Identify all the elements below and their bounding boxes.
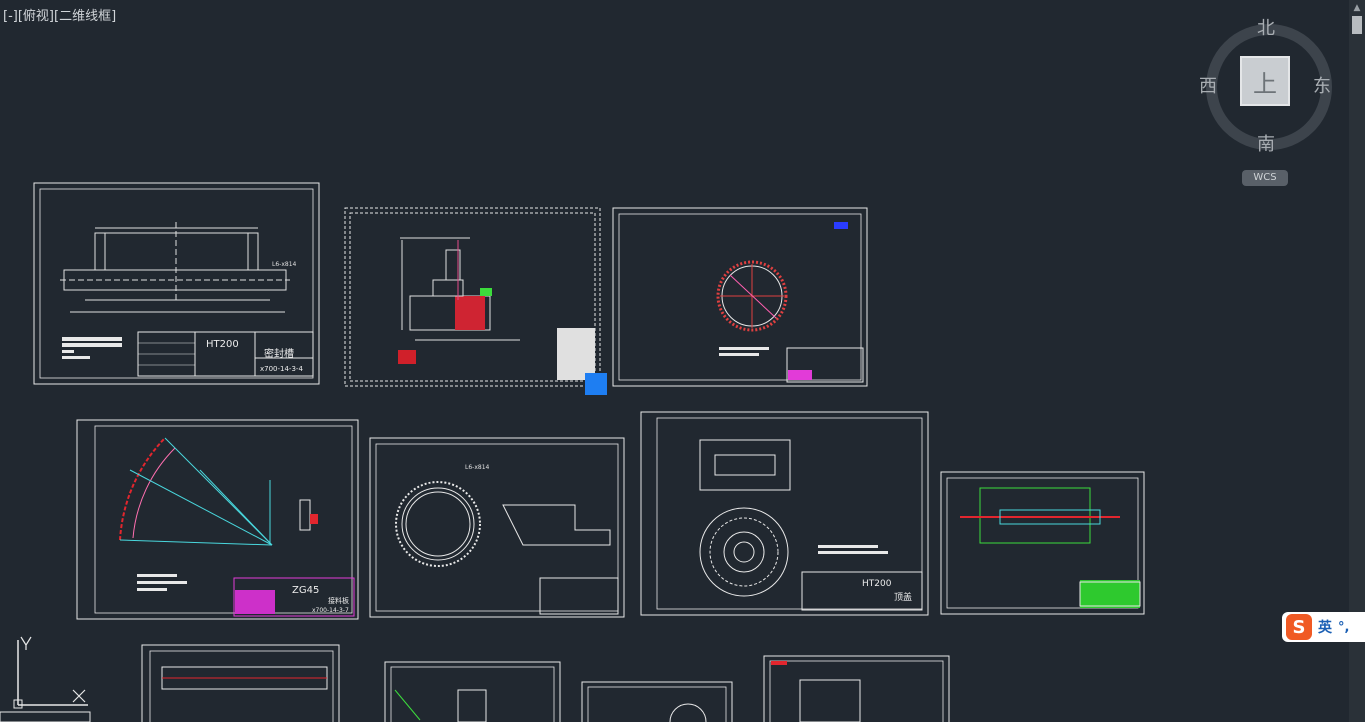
scroll-up-arrow-icon[interactable]: ▲ xyxy=(1353,3,1361,13)
view-menu[interactable]: [俯视] xyxy=(17,9,54,24)
sheet5-dim-label: L6-x814 xyxy=(465,464,490,471)
sogou-logo-icon[interactable]: S xyxy=(1286,614,1312,640)
grip-handle[interactable] xyxy=(585,373,607,395)
sheet4-part-name: 接料板 xyxy=(328,596,349,605)
sheet6-part-name: 顶盖 xyxy=(894,591,912,603)
ime-language-toggle[interactable]: 英 xyxy=(1318,620,1332,636)
ucs-icon xyxy=(0,636,91,722)
drawing-sheet-1[interactable]: L6-x814 HT200 密封槽 x700-14-3-4 xyxy=(33,182,320,385)
drawing-sheet-4[interactable]: ZG45 接料板 x700-14-3-7 xyxy=(76,419,359,620)
sheet1-drawing-code: x700-14-3-4 xyxy=(260,365,303,373)
drawing-sheet-11[interactable] xyxy=(763,655,950,722)
drawing-sheet-7[interactable] xyxy=(940,471,1145,615)
scroll-thumb[interactable] xyxy=(1352,16,1362,34)
sheet1-part-name: 密封槽 xyxy=(264,347,294,360)
drawing-sheet-8[interactable] xyxy=(141,644,340,722)
vertical-scrollbar[interactable]: ▲ xyxy=(1349,0,1365,722)
drawing-sheet-3[interactable] xyxy=(612,207,868,387)
wcs-menu-button[interactable]: WCS xyxy=(1242,170,1288,186)
sheet6-material: HT200 xyxy=(862,579,892,589)
ime-punctuation-toggle[interactable]: °, xyxy=(1338,619,1350,635)
compass-south[interactable]: 南 xyxy=(1257,134,1275,155)
viewport-control-menu[interactable]: [-] xyxy=(3,9,18,24)
viewcube-top-face[interactable]: 上 xyxy=(1240,56,1290,106)
compass-east[interactable]: 东 xyxy=(1313,76,1331,97)
drawing-sheet-2-selected[interactable] xyxy=(344,207,601,387)
viewport-controls[interactable]: [-][俯视][二维线框] xyxy=(3,5,116,24)
drawing-sheet-6[interactable]: HT200 顶盖 xyxy=(640,411,929,616)
compass-west[interactable]: 西 xyxy=(1199,76,1217,97)
drawing-sheet-10[interactable] xyxy=(581,681,733,722)
compass-north[interactable]: 北 xyxy=(1257,18,1275,39)
sheet1-material: HT200 xyxy=(206,339,239,350)
drawing-sheet-5[interactable]: L6-x814 xyxy=(369,437,625,618)
drawing-sheet-9[interactable] xyxy=(384,661,561,722)
visual-style-menu[interactable]: [二维线框] xyxy=(54,9,117,24)
ime-toolbar[interactable]: S 英 °, xyxy=(1282,612,1365,642)
compass-ring[interactable] xyxy=(1206,24,1332,150)
sheet4-material: ZG45 xyxy=(292,585,319,596)
sheet1-dim-label: L6-x814 xyxy=(272,261,297,268)
viewcube[interactable]: 北 南 东 西 上 WCS xyxy=(1196,14,1336,194)
sheet4-drawing-code: x700-14-3-7 xyxy=(312,607,349,614)
